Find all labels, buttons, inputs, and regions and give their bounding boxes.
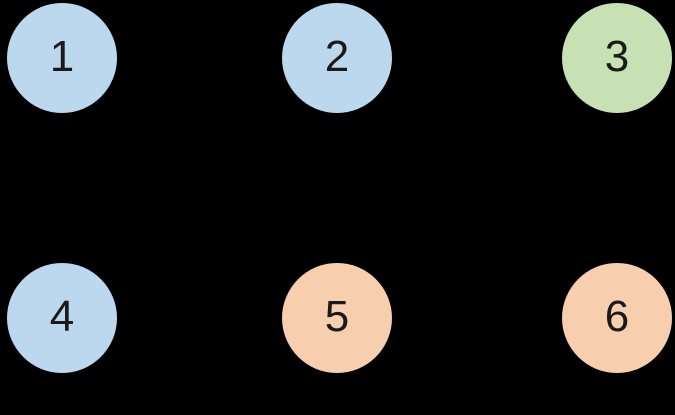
graph-node-2[interactable]: 2 — [282, 3, 392, 113]
graph-node-label: 4 — [49, 292, 75, 341]
graph-node-label: 5 — [324, 292, 350, 341]
graph-node-label: 1 — [49, 32, 75, 81]
graph-node-4[interactable]: 4 — [7, 263, 117, 373]
graph-node-5[interactable]: 5 — [282, 263, 392, 373]
graph-node-label: 2 — [324, 32, 350, 81]
graph-node-label: 6 — [604, 292, 630, 341]
graph-node-3[interactable]: 3 — [562, 3, 672, 113]
graph-node-1[interactable]: 1 — [7, 3, 117, 113]
graph-node-label: 3 — [604, 32, 630, 81]
graph-node-6[interactable]: 6 — [562, 263, 672, 373]
